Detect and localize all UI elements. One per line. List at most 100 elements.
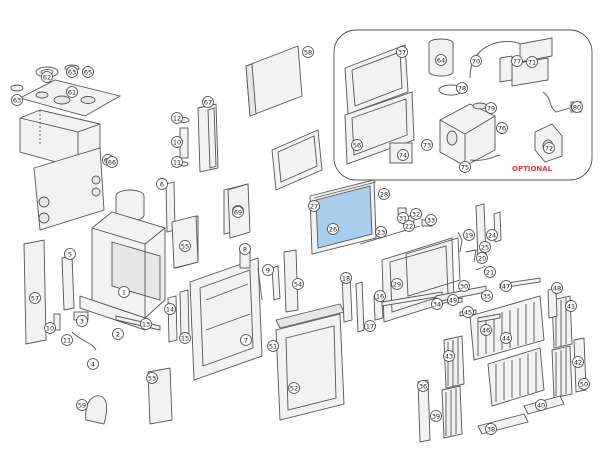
callout-circle [308,200,320,212]
callout-29: 29 [391,278,403,290]
callout-circle [29,292,41,304]
callout-circle [262,264,274,276]
callout-label: 51 [269,342,277,350]
callout-circle [240,334,252,346]
part-brick-panel-44b [487,347,545,407]
part-frame-69 [271,129,323,191]
callout-circle [484,266,496,278]
callout-label: 41 [567,302,575,310]
callout-circle [11,94,23,106]
callout-64: 64 [435,54,447,66]
callout-50: 50 [578,378,590,390]
callout-label: 31 [399,214,407,222]
callout-8: 8 [239,243,251,255]
callout-circle [447,294,459,306]
callout-78: 78 [456,82,468,94]
callout-label: 40 [537,401,545,409]
callout-20: 20 [476,252,488,264]
callout-circle [459,161,471,173]
callout-53: 53 [146,372,158,384]
callout-58: 58 [302,46,314,58]
callout-label: 45 [464,308,472,316]
callout-circle [171,112,183,124]
callout-label: 65 [84,68,92,76]
callout-66: 66 [106,156,118,168]
callout-circle [425,214,437,226]
callout-label: 17 [366,322,374,330]
callout-circle [327,223,339,235]
callout-label: 5 [68,250,72,258]
callout-79: 79 [485,102,497,114]
callout-48: 48 [551,282,563,294]
callout-51: 51 [267,340,279,352]
callout-25: 25 [479,241,491,253]
callout-circle [156,178,168,190]
callout-label: 48 [553,284,561,292]
callout-circle [462,306,474,318]
callout-75: 75 [459,161,471,173]
callout-circle [171,156,183,168]
callout-label: 78 [458,84,466,92]
callout-circle [267,340,279,352]
callout-label: 20 [478,254,486,262]
callout-label: 49 [449,296,457,304]
callout-1: 1 [118,286,130,298]
callout-16: 16 [374,290,386,302]
callout-circle [66,66,78,78]
callout-28: 28 [378,188,390,200]
callout-3: 3 [76,315,88,327]
callout-30: 30 [458,280,470,292]
part-bar-16-left [271,265,281,301]
callout-49: 49 [447,294,459,306]
callout-54: 54 [292,278,304,290]
callout-59: 59 [76,399,88,411]
callout-label: 43 [445,352,453,360]
callout-label: 1 [122,288,126,296]
callout-80: 80 [571,101,583,113]
part-bar-54 [283,249,299,313]
part-rod-9 [257,267,263,301]
callout-35: 35 [481,290,493,302]
callout-circle [458,280,470,292]
callout-label: 63 [68,68,76,76]
callout-label: 28 [380,190,388,198]
callout-label: 61 [68,88,76,96]
callout-65: 65 [82,66,94,78]
callout-11: 11 [171,156,183,168]
callout-circle [292,278,304,290]
callout-circle [430,410,442,422]
callout-circle [496,122,508,134]
callout-22: 22 [403,220,415,232]
callout-24: 24 [486,229,498,241]
part-bar-14 [167,295,178,343]
callout-circle [378,188,390,200]
callout-26: 26 [327,223,339,235]
callout-56: 56 [351,139,363,151]
callout-71: 71 [526,56,538,68]
part-frame-51-52 [275,303,345,421]
callout-76: 76 [496,122,508,134]
callout-23: 23 [375,226,387,238]
callout-label: 32 [412,210,420,218]
callout-label: 23 [377,228,385,236]
callout-label: 14 [166,305,174,313]
callout-circle [511,55,523,67]
callout-label: 57 [31,294,39,302]
callout-37: 37 [396,46,408,58]
callout-label: 7 [244,336,248,344]
callout-circle [232,206,244,218]
part-door-7 [189,257,263,381]
callout-label: 24 [488,231,496,239]
callout-61: 61 [66,86,78,98]
callout-circle [66,86,78,98]
callout-label: 33 [427,216,435,224]
callout-9: 9 [262,264,274,276]
part-side-57 [23,239,47,345]
callout-label: 64 [437,56,445,64]
callout-circle [571,101,583,113]
callout-38: 38 [485,423,497,435]
callout-circle [41,71,53,83]
part-bar-5 [61,255,75,311]
